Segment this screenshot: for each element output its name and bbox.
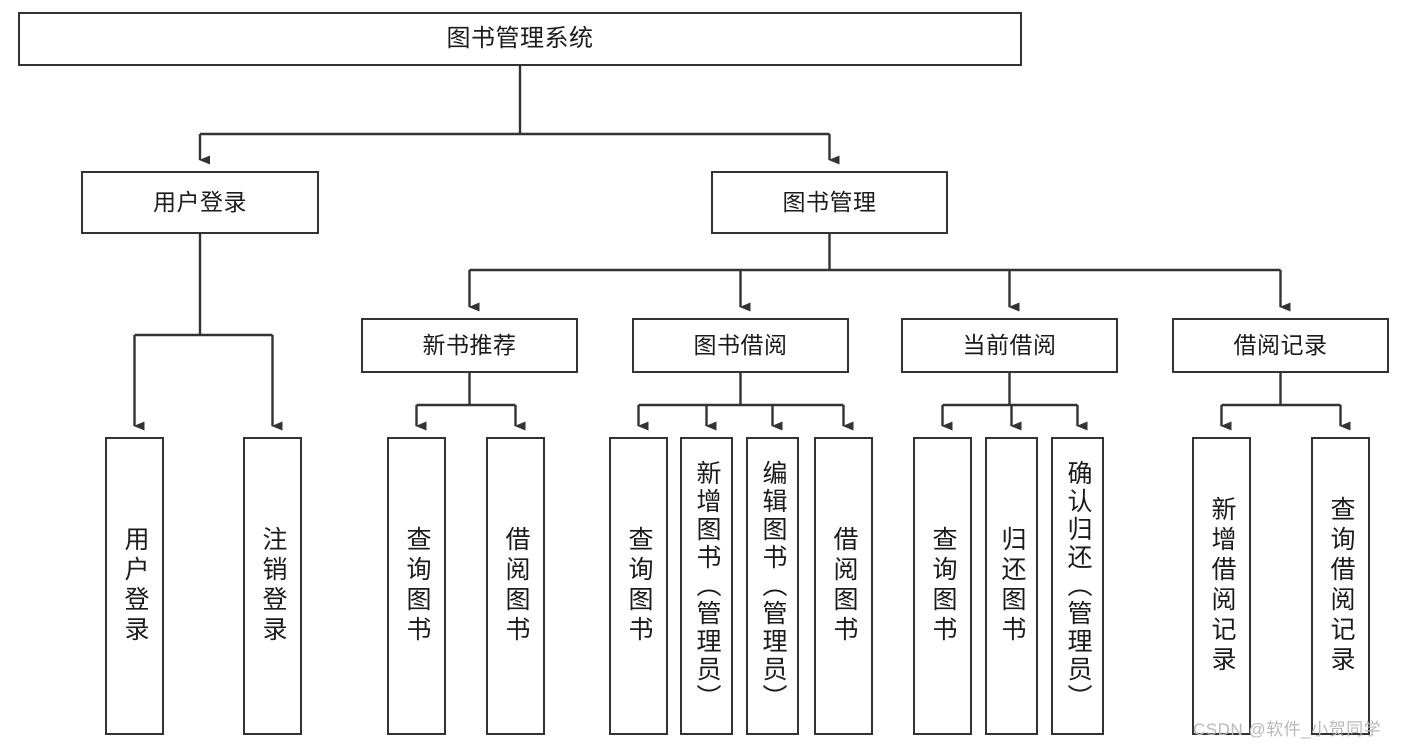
node-borrow-record[interactable]: 借阅记录: [1172, 318, 1389, 373]
node-leaf-query-book-1[interactable]: 查询图书: [387, 437, 446, 735]
node-label: 查询图书: [403, 526, 431, 646]
node-leaf-borrow-book-2[interactable]: 借阅图书: [814, 437, 873, 735]
node-label: 查询图书: [929, 526, 957, 646]
node-book-manage[interactable]: 图书管理: [711, 171, 948, 234]
node-leaf-query-book-2[interactable]: 查询图书: [609, 437, 668, 735]
node-current-borrow[interactable]: 当前借阅: [901, 318, 1118, 373]
node-label: 用户登录: [121, 526, 149, 646]
node-label: 借阅记录: [1233, 332, 1328, 359]
node-label: 图书借阅: [693, 332, 788, 359]
node-label: 查询图书: [625, 526, 653, 646]
node-label: 查询借阅记录: [1327, 496, 1355, 676]
node-leaf-logout[interactable]: 注销登录: [243, 437, 302, 735]
csdn-watermark: CSDN @软件_小贺同学: [1193, 720, 1382, 739]
node-label: 借阅图书: [830, 526, 858, 646]
node-label: 注销登录: [259, 526, 287, 646]
node-leaf-add-record[interactable]: 新增借阅记录: [1192, 437, 1251, 735]
node-root[interactable]: 图书管理系统: [18, 12, 1022, 66]
node-user-login[interactable]: 用户登录: [81, 171, 319, 234]
node-label: 图书管理系统: [446, 25, 594, 53]
node-label: 图书管理: [782, 189, 877, 216]
node-label: 当前借阅: [962, 332, 1057, 359]
node-leaf-confirm-return[interactable]: 确认归还（管理员）: [1051, 437, 1104, 735]
node-label: 新书推荐: [422, 332, 517, 359]
node-label: 新增图书（管理员）: [693, 460, 721, 712]
node-leaf-add-book[interactable]: 新增图书（管理员）: [680, 437, 733, 735]
node-label: 确认归还（管理员）: [1064, 460, 1092, 712]
node-label: 编辑图书（管理员）: [759, 460, 787, 712]
node-label: 借阅图书: [502, 526, 530, 646]
node-leaf-borrow-book-1[interactable]: 借阅图书: [486, 437, 545, 735]
node-label: 归还图书: [998, 526, 1026, 646]
node-leaf-return-book[interactable]: 归还图书: [985, 437, 1038, 735]
node-leaf-user-login[interactable]: 用户登录: [105, 437, 164, 735]
node-label: 用户登录: [153, 189, 247, 216]
node-leaf-query-book-3[interactable]: 查询图书: [913, 437, 972, 735]
node-label: 新增借阅记录: [1208, 496, 1236, 676]
node-new-book-recommend[interactable]: 新书推荐: [361, 318, 578, 373]
node-book-borrow[interactable]: 图书借阅: [632, 318, 849, 373]
node-leaf-query-record[interactable]: 查询借阅记录: [1311, 437, 1370, 735]
node-leaf-edit-book[interactable]: 编辑图书（管理员）: [746, 437, 799, 735]
